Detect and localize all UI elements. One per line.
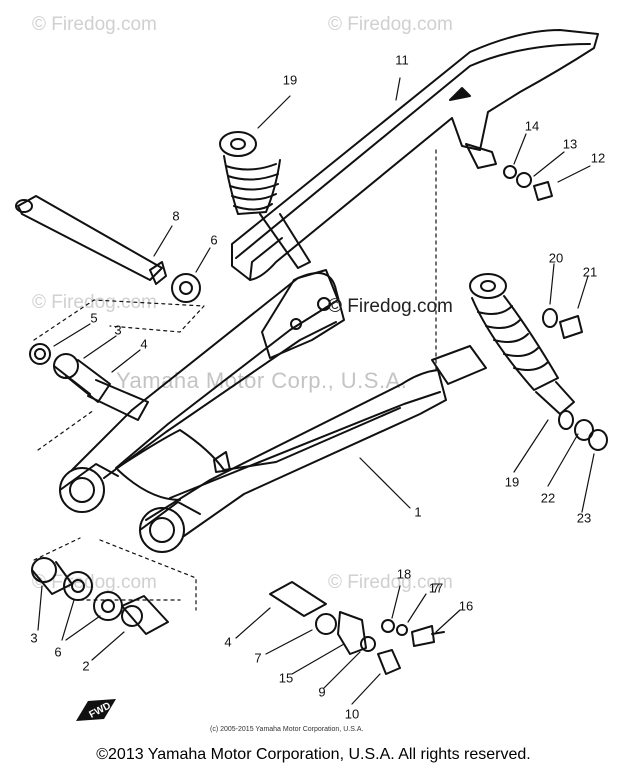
callout-3-upper: 3 (114, 322, 122, 338)
small-copyright: (c) 2005-2015 Yamaha Motor Corporation, … (210, 726, 364, 733)
lower-right-parts (269, 581, 445, 675)
callout-8: 8 (172, 208, 180, 224)
callout-10: 10 (344, 706, 360, 722)
pivot-shaft (15, 195, 167, 285)
watermark-center: © Firedog.com (328, 296, 453, 317)
callout-7-left: 7 (254, 650, 262, 666)
forward-arrow-icon: FWD (76, 699, 116, 721)
callout-21: 21 (582, 264, 598, 280)
swingarm-frame (59, 269, 487, 553)
footer-copyright: ©2013 Yamaha Motor Corporation, U.S.A. A… (96, 746, 531, 763)
watermark-top-left: © Firedog.com (32, 14, 157, 35)
leader-lines (37, 77, 595, 705)
callout-20: 20 (548, 250, 564, 266)
callout-2: 2 (82, 658, 90, 674)
callout-3-lower: 3 (30, 630, 38, 646)
guide-lines (33, 149, 437, 611)
bushings-left (29, 273, 201, 421)
shock-absorber-left (219, 131, 311, 269)
callout-18: 18 (396, 566, 412, 582)
callout-6-upper: 6 (210, 232, 218, 248)
callout-22: 22 (540, 490, 556, 506)
callout-7-right: 7 (432, 580, 440, 596)
callout-17: 17 (428, 580, 444, 596)
bushings-lower-left (31, 557, 169, 635)
callout-5: 5 (90, 310, 98, 326)
shock-absorber-right (469, 273, 575, 430)
callout-11: 11 (395, 52, 409, 68)
callout-19-lower: 19 (504, 474, 520, 490)
callout-4-lower: 4 (224, 634, 232, 650)
watermark-top-center: © Firedog.com (328, 14, 453, 35)
callout-16: 16 (458, 598, 474, 614)
watermark-mid-left: © Firedog.com (32, 292, 157, 313)
upper-right-hardware (503, 165, 608, 451)
callout-14: 14 (524, 118, 540, 134)
watermark-lower-right: © Firedog.com (328, 572, 453, 593)
callout-13: 13 (562, 136, 578, 152)
callout-23: 23 (576, 510, 592, 526)
watermark-manufacturer: Yamaha Motor Corp., U.S.A. (116, 368, 408, 393)
callout-9: 9 (318, 684, 326, 700)
callout-6-lower: 6 (54, 644, 62, 660)
callout-15: 15 (278, 670, 294, 686)
chain-case (231, 29, 599, 281)
callout-12: 12 (590, 150, 606, 166)
callout-19-upper: 19 (282, 72, 298, 88)
callout-1: 1 (414, 504, 422, 520)
callout-4-upper: 4 (140, 336, 148, 352)
